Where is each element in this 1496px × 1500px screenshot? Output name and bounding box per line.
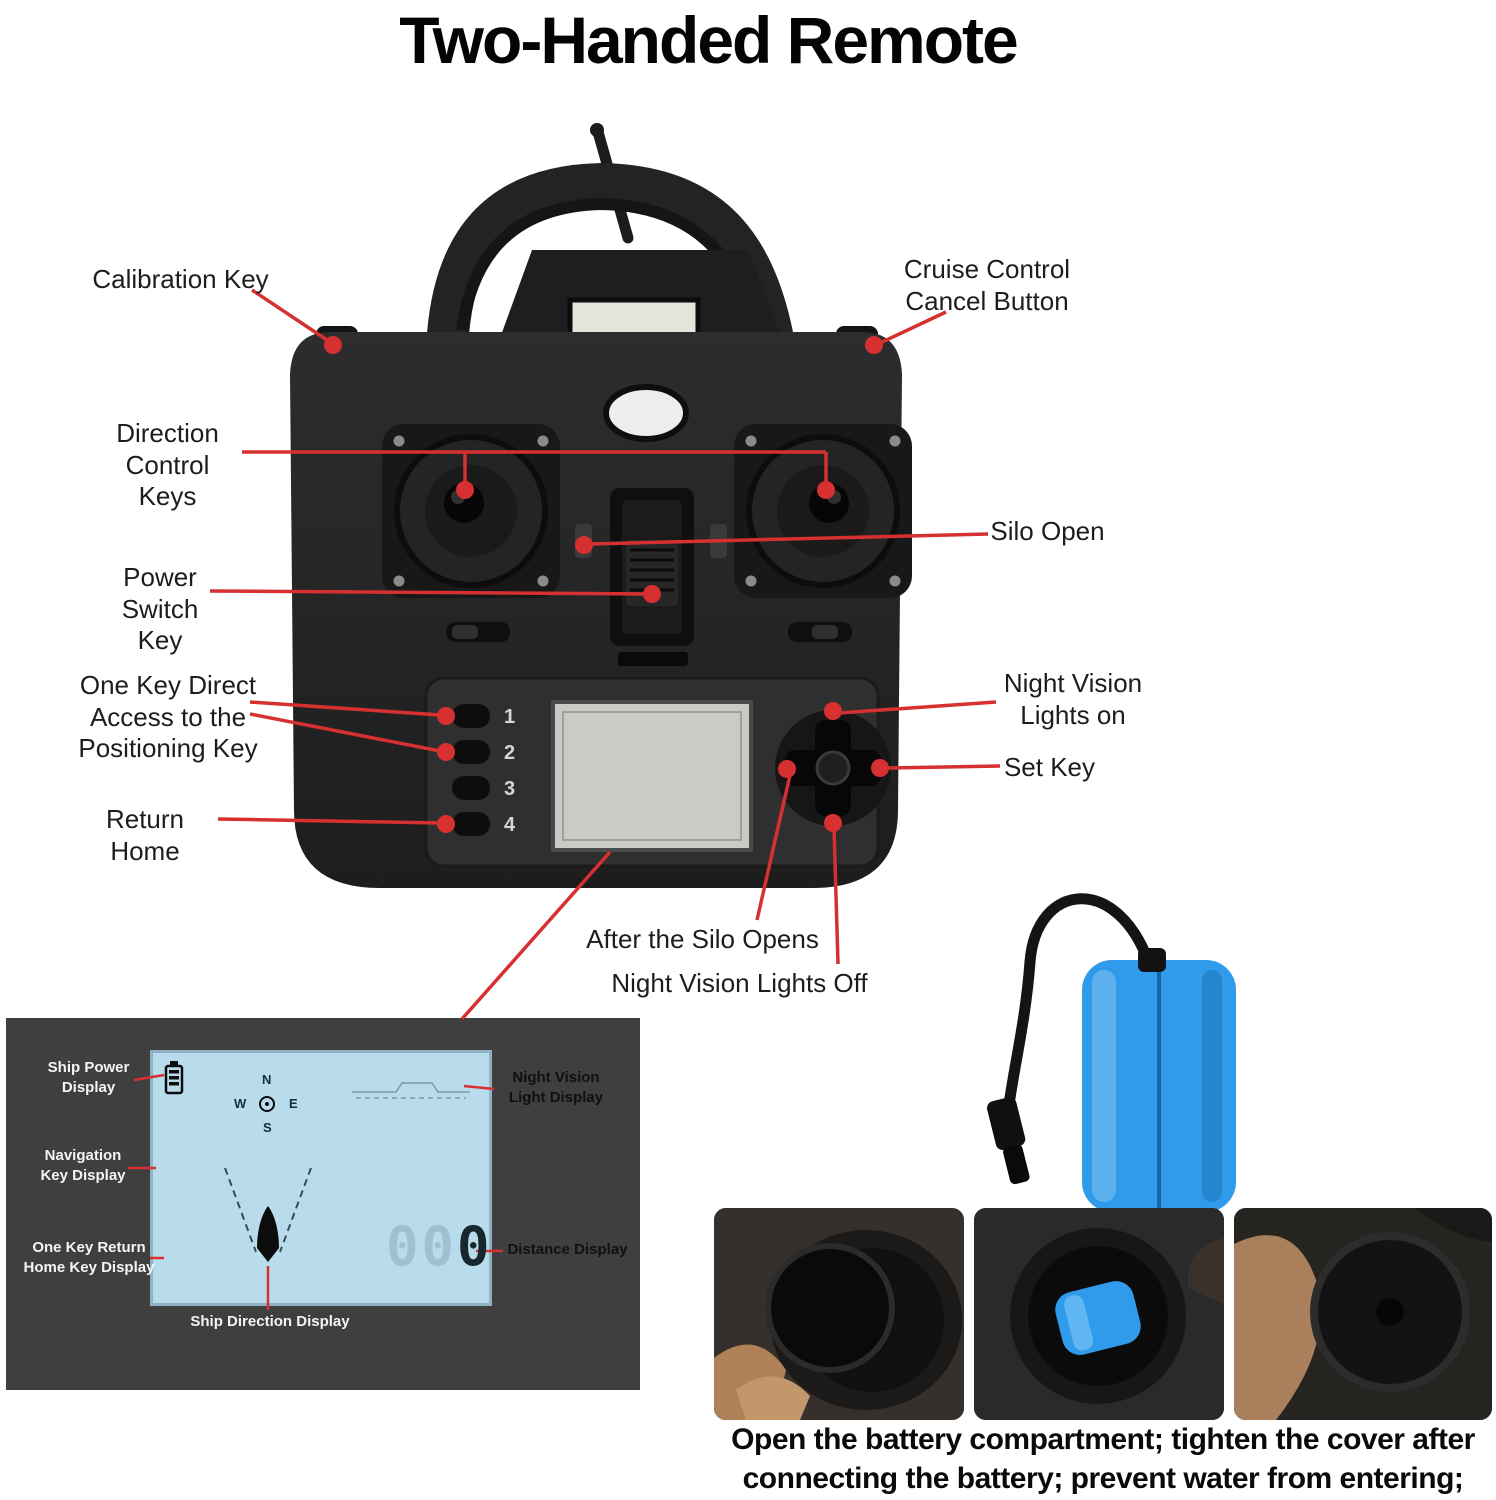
battery-instructions-caption: Open the battery compartment; tighten th… bbox=[731, 1423, 1475, 1495]
distance-readout: 000 bbox=[386, 1220, 493, 1274]
compass-w: W bbox=[234, 1096, 247, 1111]
photo-1-art bbox=[714, 1208, 964, 1420]
remote-lcd-screen bbox=[551, 700, 753, 852]
label-night-vision-lights-on: Night Vision Lights on bbox=[1003, 668, 1143, 730]
compass-s: S bbox=[263, 1120, 272, 1135]
photo-battery-compartment-open bbox=[714, 1208, 964, 1420]
key-3-label: 3 bbox=[504, 778, 515, 800]
left-joystick bbox=[382, 424, 560, 598]
compass-n: N bbox=[262, 1072, 272, 1087]
label-after-the-silo-opens: After the Silo Opens bbox=[586, 924, 819, 954]
lower-panel bbox=[424, 676, 880, 868]
page-title: Two-Handed Remote bbox=[399, 3, 1018, 77]
label-silo-open: Silo Open bbox=[990, 516, 1105, 546]
label-power-switch-key: Power Switch Key bbox=[121, 562, 199, 656]
ship-power-battery-icon bbox=[164, 1061, 184, 1095]
label-ship-power-display: Ship Power Display bbox=[47, 1059, 130, 1097]
label-distance-display: Distance Display bbox=[507, 1241, 628, 1258]
ship-direction-boat-icon bbox=[224, 1167, 312, 1262]
distance-ghost-digits: 00 bbox=[386, 1215, 458, 1278]
label-return-home: Return Home bbox=[105, 804, 185, 866]
label-set-key: Set Key bbox=[1003, 752, 1096, 782]
battery-wire bbox=[1004, 893, 1156, 1104]
label-night-vision-lights-off: Night Vision Lights Off bbox=[611, 968, 868, 998]
lcd-diagram-artwork bbox=[128, 1061, 503, 1310]
battery-pack-illustration bbox=[987, 893, 1236, 1212]
label-calibration-key: Calibration Key bbox=[92, 264, 269, 294]
night-vision-sketch bbox=[352, 1082, 470, 1099]
photo-battery-inserted bbox=[974, 1208, 1224, 1420]
key-4-label: 4 bbox=[504, 814, 516, 836]
label-direction-control-keys: Direction Control Keys bbox=[116, 418, 219, 512]
dc-connector bbox=[987, 1097, 1030, 1185]
panel-callout-lines bbox=[128, 1073, 503, 1310]
right-joystick bbox=[734, 424, 912, 598]
label-ship-direction-display: Ship Direction Display bbox=[190, 1313, 350, 1330]
compass-icon bbox=[259, 1096, 275, 1112]
trim-sliders bbox=[446, 622, 852, 642]
lcd-screen-diagram bbox=[150, 1050, 492, 1306]
label-one-key-direct: One Key Direct Access to the Positioning… bbox=[78, 670, 258, 764]
label-cruise-control-cancel: Cruise Control Cancel Button bbox=[903, 254, 1071, 316]
callout-lines bbox=[209, 288, 1001, 1021]
label-one-key-return-home-display: One Key Return Home Key Display bbox=[23, 1239, 155, 1277]
positioning-keys: 1 2 3 4 bbox=[452, 704, 516, 836]
power-indicator-oval bbox=[603, 384, 689, 442]
photo-2-art bbox=[974, 1208, 1224, 1420]
photo-cover-tightened bbox=[1234, 1208, 1492, 1420]
key-2-label: 2 bbox=[504, 742, 515, 764]
distance-value: 0 bbox=[457, 1215, 493, 1278]
callout-dots bbox=[324, 336, 889, 833]
label-night-vision-light-display: Night Vision Light Display bbox=[508, 1069, 604, 1107]
label-navigation-key-display: Navigation Key Display bbox=[40, 1147, 126, 1185]
key-1-label: 1 bbox=[504, 706, 515, 728]
dpad bbox=[775, 710, 891, 826]
compass-e: E bbox=[289, 1096, 298, 1111]
photo-3-art bbox=[1234, 1208, 1492, 1420]
power-slider-console bbox=[610, 488, 694, 666]
remote-control-illustration: 1 2 3 4 bbox=[290, 123, 912, 888]
